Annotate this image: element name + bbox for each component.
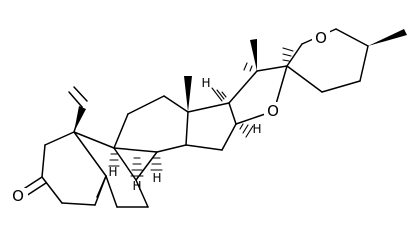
bond (44, 131, 75, 146)
bond (113, 147, 137, 181)
bond (335, 28, 369, 47)
wedge-bond (368, 29, 407, 46)
bond (127, 95, 165, 115)
hash-bond (130, 157, 144, 177)
bond (73, 131, 107, 177)
bond (256, 65, 288, 72)
double-bond-inner (73, 86, 88, 102)
double-bond-inner (96, 175, 107, 198)
bond (105, 175, 118, 208)
wedge-bond (250, 39, 257, 71)
hash-bond (108, 153, 120, 167)
bond (113, 113, 129, 149)
wedge-bond (184, 76, 192, 112)
pyran-oxygen-label: O (315, 29, 327, 47)
hash-bond (282, 47, 294, 62)
atom-labels: O O O H H H H H (10, 29, 330, 205)
hydrogen-c17-label: H (201, 76, 210, 90)
bond (286, 43, 303, 67)
bond (113, 147, 158, 153)
bond (163, 95, 189, 113)
furan-oxygen-label: O (267, 102, 279, 120)
wedge-bonds (74, 29, 407, 132)
bond-lines (21, 28, 369, 208)
bond (41, 144, 46, 178)
hydrogen-c14-label: H (152, 171, 161, 185)
double-bond-inner (25, 182, 47, 197)
hash-bond (150, 157, 163, 171)
bond (68, 91, 83, 108)
ketone-oxygen-label: O (12, 187, 24, 205)
hash-bond (239, 123, 254, 138)
hydrogen-c9-label: H (108, 165, 117, 179)
bond (221, 123, 237, 151)
bond (359, 45, 369, 82)
wedge-bond (74, 106, 86, 132)
bond (228, 70, 258, 104)
bond (228, 102, 237, 125)
bond (185, 111, 189, 146)
bond (61, 202, 96, 206)
bond (41, 176, 63, 204)
hydrogen-c8-label: H (132, 179, 141, 193)
bond (73, 131, 115, 149)
bond (156, 144, 187, 153)
bond (135, 151, 158, 181)
hashed-bonds (108, 47, 294, 177)
bond (187, 102, 230, 113)
hash-bond (211, 87, 227, 102)
bond (286, 65, 323, 93)
bond (185, 144, 223, 151)
bond (135, 179, 149, 208)
bond (21, 176, 43, 191)
hydrogen-c16-label: H (252, 122, 261, 136)
bond (321, 80, 361, 93)
hash-bond (243, 62, 253, 72)
